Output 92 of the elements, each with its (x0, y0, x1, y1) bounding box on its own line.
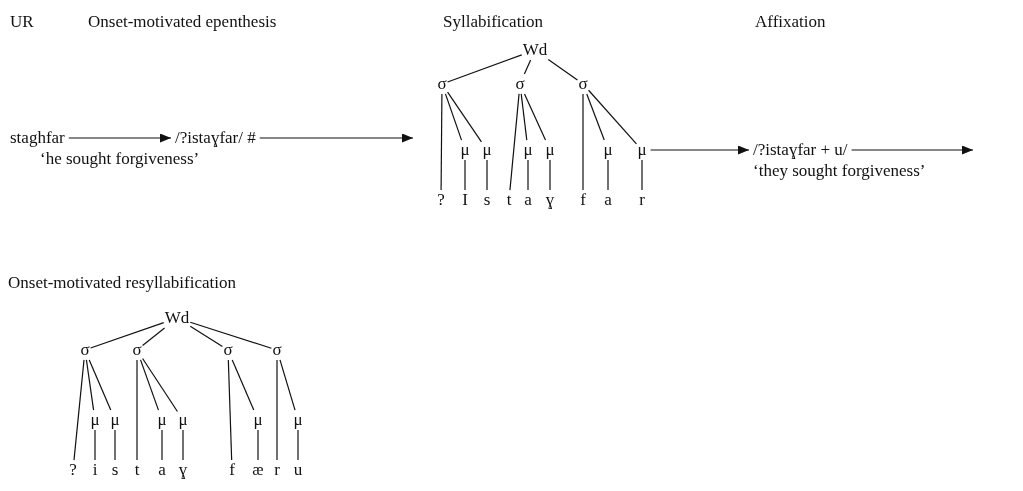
tree-branch-line (114, 429, 116, 461)
segment-letter: s (483, 191, 491, 209)
prosodic-node-label: σ (437, 75, 447, 93)
segment-letter: ɣ (545, 191, 555, 209)
prosodic-node-label: μ (253, 411, 263, 429)
segment-letter: a (604, 191, 612, 209)
tree-branch-line (520, 93, 528, 141)
tree-branch-line (547, 58, 578, 81)
segment-letter: I (462, 191, 468, 209)
segment-letter: t (506, 191, 512, 209)
prosodic-node-label: μ (178, 411, 188, 429)
tree-branch-line (182, 429, 184, 461)
heading-text: Onset-motivated epenthesis (88, 13, 277, 31)
prosodic-node-label: σ (578, 75, 588, 93)
prosodic-node-label: Wd (522, 41, 548, 59)
heading-text: Affixation (755, 13, 826, 31)
prosodic-node-label: μ (603, 141, 613, 159)
prosodic-node-label: σ (132, 341, 142, 359)
segment-letter: f (229, 461, 235, 479)
tree-branch-line (85, 359, 95, 411)
tree-branch-line (276, 359, 278, 461)
tree-branch-line (523, 59, 532, 75)
heading-text: Syllabification (443, 13, 544, 31)
segment-letter: r (274, 461, 280, 479)
transcription-text: /?istaɣfar/ # (175, 129, 256, 147)
prosodic-node-label: μ (460, 141, 470, 159)
prosodic-node-label: μ (482, 141, 492, 159)
segment-letter: ɣ (178, 461, 188, 479)
tree-branch-line (94, 429, 96, 461)
tree-branch-line (588, 89, 638, 145)
segment-letter: a (524, 191, 532, 209)
tree-branch-line (549, 159, 551, 191)
tree-branch-line (142, 327, 166, 347)
segment-letter: ? (69, 461, 77, 479)
prosodic-node-label: σ (515, 75, 525, 93)
segment-letter: u (293, 461, 303, 479)
tree-branch-line (440, 93, 443, 191)
tree-branch-line (509, 93, 520, 191)
tree-branch-line (227, 359, 233, 461)
tree-branch-line (189, 325, 223, 348)
tree-branch-line (73, 359, 85, 461)
segment-letter: æ (252, 461, 264, 479)
arrow (68, 133, 172, 143)
segment-letter: f (580, 191, 586, 209)
prosodic-node-label: Wd (164, 309, 190, 327)
tree-branch-line (464, 159, 466, 191)
tree-branch-line (523, 93, 547, 141)
prosodic-node-label: μ (637, 141, 647, 159)
prosodic-node-label: σ (272, 341, 282, 359)
tree-branch-line (297, 429, 299, 461)
tree-branch-line (607, 159, 609, 191)
tree-branch-line (641, 159, 643, 191)
segment-letter: a (158, 461, 166, 479)
prosodic-node-label: μ (545, 141, 555, 159)
arrow (649, 145, 750, 155)
tree-branch-line (189, 321, 272, 349)
segment-letter: i (92, 461, 98, 479)
prosodic-node-label: σ (223, 341, 233, 359)
transcription-text: staghfar (10, 129, 65, 147)
prosodic-node-label: μ (157, 411, 167, 429)
segment-letter: t (134, 461, 140, 479)
prosodic-node-label: μ (523, 141, 533, 159)
tree-branch-line (279, 359, 296, 411)
prosodic-node-label: σ (80, 341, 90, 359)
tree-branch-line (527, 159, 529, 191)
gloss-text: ‘they sought forgiveness’ (753, 162, 926, 180)
segment-letter: r (639, 191, 645, 209)
tree-branch-line (90, 322, 165, 349)
arrow (259, 133, 414, 143)
heading-text: Onset-motivated resyllabification (8, 274, 236, 292)
tree-branch-line (136, 359, 138, 461)
tree-branch-line (139, 359, 160, 411)
heading-text: UR (10, 13, 34, 31)
tree-branch-line (586, 93, 605, 141)
tree-branch-line (582, 93, 584, 191)
segment-letter: ? (437, 191, 445, 209)
tree-branch-line (142, 357, 179, 413)
tree-branch-line (161, 429, 163, 461)
tree-branch-line (486, 159, 488, 191)
prosodic-node-label: μ (90, 411, 100, 429)
tree-branch-line (447, 54, 523, 83)
tree-branch-line (447, 91, 483, 143)
tree-branch-line (444, 93, 463, 141)
tree-branch-line (257, 429, 259, 461)
arrow (850, 145, 974, 155)
transcription-text: /?istaɣfar + u/ (753, 141, 848, 159)
segment-letter: s (111, 461, 119, 479)
prosodic-node-label: μ (293, 411, 303, 429)
gloss-text: ‘he sought forgiveness’ (40, 150, 200, 168)
tree-branch-line (88, 359, 112, 411)
prosodic-node-label: μ (110, 411, 120, 429)
tree-branch-line (231, 359, 255, 411)
